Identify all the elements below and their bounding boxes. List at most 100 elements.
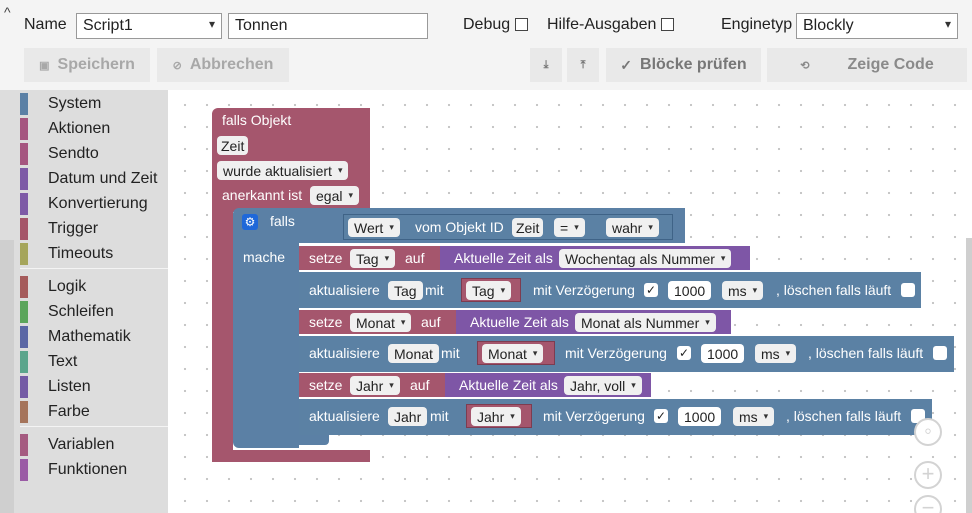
format-dropdown-monat[interactable]: Monat als Nummer ▾ [575, 313, 716, 332]
collapse-icon[interactable]: ^ [4, 4, 11, 20]
workspace-scrollbar[interactable] [966, 238, 972, 513]
delay-value-field[interactable]: 1000 [668, 281, 712, 300]
update-object-pill[interactable]: Jahr [388, 407, 428, 426]
toolbox-category-variablen[interactable]: Variablen [20, 433, 168, 457]
script-select-value: Script1 [83, 17, 133, 34]
engine-select[interactable]: Blockly ▾ [796, 13, 958, 39]
var-dropdown-tag[interactable]: Tag ▾ [350, 249, 396, 268]
if-block-side [233, 243, 299, 448]
format-dropdown-jahr[interactable]: Jahr, voll ▾ [564, 376, 642, 395]
category-label: Farbe [48, 403, 90, 420]
trigger-event-dropdown[interactable]: wurde aktualisiert ▾ [217, 161, 349, 180]
delay-checkbox[interactable]: ✓ [677, 346, 691, 360]
var-dropdown-monat[interactable]: Monat ▾ [350, 313, 412, 332]
category-color-bar [20, 93, 28, 115]
update-object-pill[interactable]: Tag [388, 281, 423, 300]
operator-dropdown[interactable]: = ▾ [554, 218, 585, 237]
toolbox-category-sendto[interactable]: Sendto [20, 142, 168, 166]
export-button[interactable]: ⤓ [530, 48, 562, 82]
show-code-button[interactable]: ⟲ Zeige Code [767, 48, 967, 82]
cancel-button[interactable]: ⊘ Abbrechen [157, 48, 289, 82]
category-color-bar [20, 193, 28, 215]
hilfe-checkbox[interactable] [661, 18, 674, 31]
toolbox-category-konvertierung[interactable]: Konvertierung [20, 192, 168, 216]
debug-checkbox[interactable] [515, 18, 528, 31]
ack-label: anerkannt ist [222, 187, 303, 203]
check-blocks-button[interactable]: ✓ Blöcke prüfen [606, 48, 761, 82]
toolbox-category-logik[interactable]: Logik [20, 275, 168, 299]
toolbox-category-aktionen[interactable]: Aktionen [20, 117, 168, 141]
toolbox-category-funktionen[interactable]: Funktionen [20, 458, 168, 482]
dropdown-icon: ▾ [574, 222, 579, 232]
clear-checkbox[interactable] [901, 283, 915, 297]
code-icon: ⟲ [800, 59, 810, 72]
delay-value: 1000 [684, 408, 716, 425]
bool-dropdown[interactable]: wahr ▾ [606, 218, 659, 237]
category-color-bar [20, 326, 28, 348]
dropdown-icon: ▾ [631, 380, 636, 390]
engine-label: Enginetyp [721, 16, 793, 33]
script-name-value: Tonnen [235, 17, 288, 34]
var-get-dropdown[interactable]: Monat ▾ [482, 344, 544, 363]
trigger-object-pill[interactable]: Zeit [217, 136, 249, 155]
delay-label: mit Verzögerung [565, 345, 667, 361]
category-color-bar [20, 243, 28, 265]
gear-icon[interactable]: ⚙ [242, 214, 258, 230]
check-blocks-label: Blöcke prüfen [640, 56, 747, 73]
toolbox-category-farbe[interactable]: Farbe [20, 400, 168, 424]
toolbox-category-mathematik[interactable]: Mathematik [20, 325, 168, 349]
debug-label: Debug [463, 16, 511, 33]
download-icon: ⤓ [543, 58, 549, 71]
var-value: Tag [356, 250, 379, 267]
update-object-pill[interactable]: Monat [388, 344, 439, 363]
dropdown-icon: ▾ [763, 411, 769, 421]
unit-dropdown[interactable]: ms ▾ [733, 407, 775, 426]
format-dropdown-tag[interactable]: Wochentag als Nummer ▾ [559, 249, 732, 268]
dropdown-icon: ▾ [785, 348, 791, 358]
time-label: Aktuelle Zeit als [470, 314, 569, 330]
bool-value: wahr [612, 219, 643, 236]
delay-value-field[interactable]: 1000 [701, 344, 745, 363]
var-dropdown-jahr[interactable]: Jahr ▾ [350, 376, 400, 395]
toolbox [0, 90, 168, 513]
save-label: Speichern [57, 56, 135, 73]
toolbox-category-datum-und-zeit[interactable]: Datum und Zeit [20, 167, 168, 191]
script-name-input[interactable]: Tonnen [228, 13, 428, 39]
unit-dropdown[interactable]: ms ▾ [755, 344, 797, 363]
mit-label: mit [430, 408, 449, 424]
toolbox-category-schleifen[interactable]: Schleifen [20, 300, 168, 324]
unit-dropdown[interactable]: ms ▾ [722, 281, 764, 300]
clear-checkbox[interactable] [933, 346, 947, 360]
trigger-block-side [212, 200, 233, 462]
script-select[interactable]: Script1 ▾ [76, 13, 222, 39]
zoom-reset-icon[interactable]: ◦ [914, 418, 942, 446]
ack-dropdown[interactable]: egal ▾ [310, 186, 359, 205]
delay-value-field[interactable]: 1000 [678, 407, 722, 426]
toolbox-category-text[interactable]: Text [20, 350, 168, 374]
dropdown-icon: ▾ [752, 285, 758, 295]
zoom-in-icon[interactable]: + [914, 461, 942, 489]
import-button[interactable]: ⤒ [567, 48, 599, 82]
toolbox-category-timeouts[interactable]: Timeouts [20, 242, 168, 266]
zoom-out-icon[interactable]: − [914, 495, 942, 513]
dropdown-icon: ▾ [720, 253, 726, 263]
save-button[interactable]: ▣ Speichern [24, 48, 150, 82]
toolbox-category-listen[interactable]: Listen [20, 375, 168, 399]
auf-label: auf [421, 314, 441, 330]
dropdown-icon: ▾ [400, 317, 406, 327]
show-code-label: Zeige Code [847, 56, 934, 73]
toolbox-scrollbar[interactable] [0, 240, 14, 513]
condition-object-pill[interactable]: Zeit [512, 218, 544, 237]
dropdown-icon: ▾ [510, 411, 515, 421]
trigger-title: falls Objekt [222, 112, 292, 128]
toolbox-category-system[interactable]: System [20, 92, 168, 116]
toolbox-category-trigger[interactable]: Trigger [20, 217, 168, 241]
delay-checkbox[interactable]: ✓ [644, 283, 658, 297]
vom-objekt-label: vom Objekt ID [415, 219, 504, 235]
var-get-dropdown[interactable]: Tag ▾ [466, 281, 512, 300]
wert-dropdown[interactable]: Wert ▾ [348, 218, 400, 237]
delay-checkbox[interactable]: ✓ [654, 409, 668, 423]
cancel-label: Abbrechen [189, 56, 274, 73]
category-label: Trigger [48, 220, 99, 237]
var-get-dropdown[interactable]: Jahr ▾ [471, 407, 521, 426]
